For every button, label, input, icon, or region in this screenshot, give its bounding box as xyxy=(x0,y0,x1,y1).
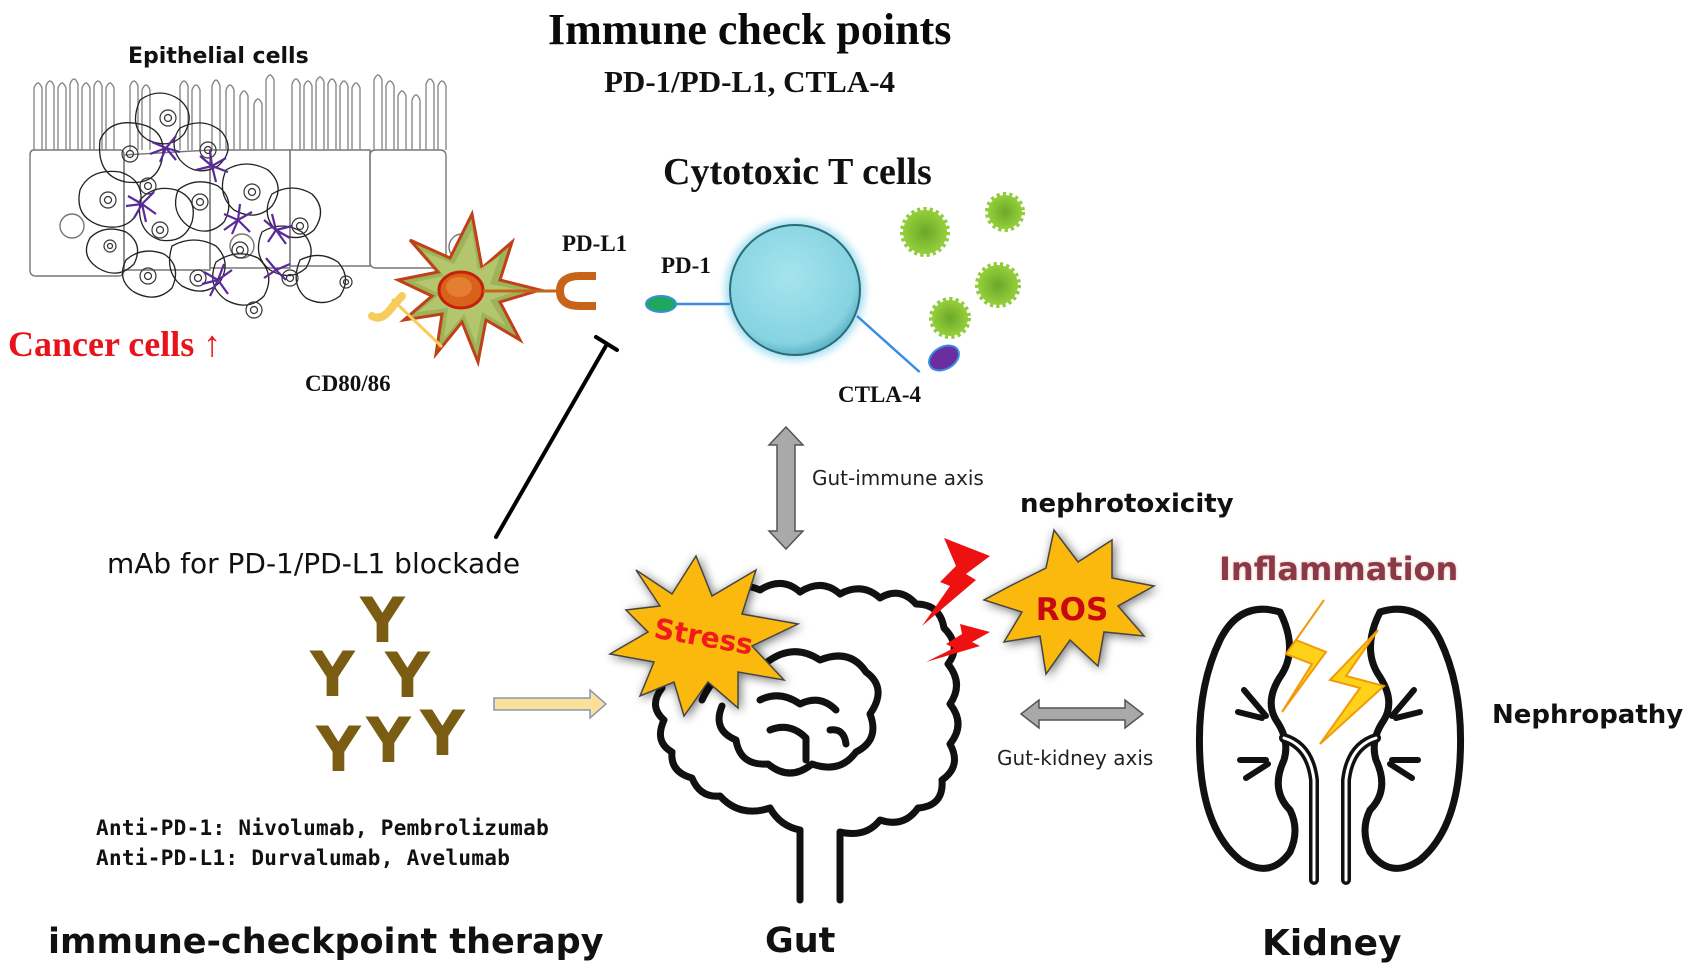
gut-kidney-axis-label: Gut-kidney axis xyxy=(997,746,1154,770)
gut-kidney-axis-arrow xyxy=(1019,698,1145,730)
antigen-presenting-cell xyxy=(393,209,546,368)
ctla4-label: CTLA-4 xyxy=(838,382,922,407)
antibody-icon: Y xyxy=(365,704,412,777)
blockade-inhibition-line xyxy=(494,335,619,539)
checkpoint-subtitle: PD-1/PD-L1, CTLA-4 xyxy=(604,64,896,99)
cytotoxic-t-cell xyxy=(645,220,960,374)
antibody-icon: Y xyxy=(419,697,466,770)
inflammation-label: Inflammation xyxy=(1219,550,1459,588)
epithelial-label: Epithelial cells xyxy=(128,44,309,69)
pdl1-label: PD-L1 xyxy=(562,231,628,256)
epithelial-layer xyxy=(29,74,476,277)
virus-icon xyxy=(929,297,971,339)
main-title: Immune check points xyxy=(548,5,952,54)
ros-starburst xyxy=(982,528,1157,676)
antibody-icon: Y xyxy=(384,639,431,712)
antibody-group: Y Y Y Y Y Y xyxy=(309,584,466,786)
antibody-icon: Y xyxy=(315,713,362,786)
drug-list-item: Anti-PD-1: Nivolumab, Pembrolizumab xyxy=(96,816,550,840)
kidney-caption: Kidney xyxy=(1262,923,1402,964)
epithelial-cell xyxy=(289,149,371,267)
gut-immune-axis-arrow xyxy=(767,425,805,551)
cancer-cell xyxy=(138,187,194,242)
ctla4-receptor xyxy=(928,344,960,372)
gut-icon xyxy=(652,580,962,904)
cd80-label: CD80/86 xyxy=(305,371,391,396)
epithelial-cell xyxy=(29,149,125,277)
cancer-cell-cluster xyxy=(78,92,353,319)
t-cell-title: Cytotoxic T cells xyxy=(663,151,932,193)
nephrotoxicity-label: nephrotoxicity xyxy=(1020,489,1234,519)
therapy-to-gut-arrow xyxy=(493,688,608,720)
purple-stellate-cells xyxy=(125,135,293,297)
virus-icon xyxy=(900,207,950,257)
stress-starburst xyxy=(607,554,801,718)
nephrotoxicity-bolts xyxy=(922,538,990,662)
cancer-cell xyxy=(295,254,347,304)
nephropathy-label: Nephropathy xyxy=(1492,700,1684,730)
kidney-icon xyxy=(1195,605,1465,885)
cancer-cell xyxy=(221,163,279,216)
ros-label: ROS xyxy=(1036,592,1109,628)
cancer-cell xyxy=(174,181,230,232)
mab-blockade-label: mAb for PD-1/PD-L1 blockade xyxy=(107,547,521,580)
virus-particles xyxy=(900,192,1025,339)
cancer-cell xyxy=(134,92,190,145)
antibody-icon: Y xyxy=(309,638,356,711)
cancer-cells-label: Cancer cells ↑ xyxy=(8,324,222,364)
lightning-bolt-icon xyxy=(922,538,990,626)
cancer-cell xyxy=(85,228,139,274)
antibody-icon: Y xyxy=(359,584,406,657)
pd1-label: PD-1 xyxy=(661,253,711,278)
cancer-cell xyxy=(266,187,322,239)
drug-list-item: Anti-PD-L1: Durvalumab, Avelumab xyxy=(96,846,511,870)
pd1-receptor xyxy=(645,295,677,313)
lightning-bolt-icon xyxy=(926,624,990,662)
inflammation-bolts xyxy=(1281,599,1387,745)
lightning-bolt-icon xyxy=(1281,599,1328,713)
pdl1-receptor xyxy=(483,272,596,310)
gut-caption: Gut xyxy=(765,921,836,961)
virus-icon xyxy=(985,192,1025,232)
lightning-bolt-icon xyxy=(1319,629,1387,745)
microvilli xyxy=(33,74,447,150)
therapy-caption: immune-checkpoint therapy xyxy=(48,922,604,962)
epithelial-cell xyxy=(209,149,291,269)
cancer-cell xyxy=(212,253,270,306)
cancer-cell xyxy=(121,250,177,298)
cd80-receptor xyxy=(368,292,443,348)
gut-immune-axis-label: Gut-immune axis xyxy=(812,466,984,490)
virus-icon xyxy=(975,262,1021,308)
